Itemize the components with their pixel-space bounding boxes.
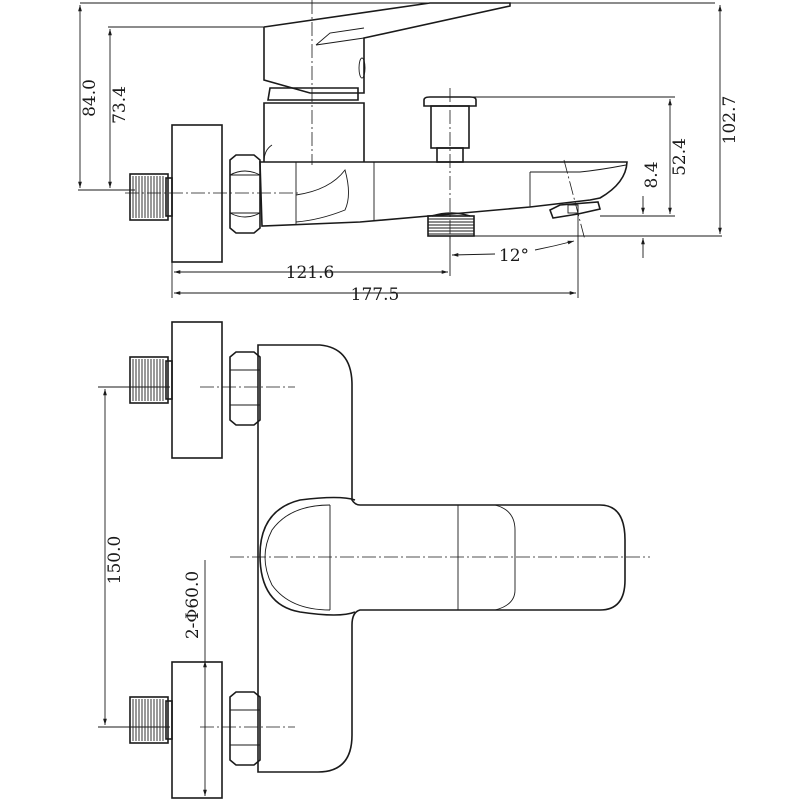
body-plate [257,344,626,773]
dim-102-7: 102.7 [720,96,740,145]
dim-8-4: 8.4 [642,161,662,188]
front-view: 150.0 2-Φ60.0 [98,321,650,799]
cartridge-body [263,87,365,163]
wall-flange [171,124,223,263]
dim-177-5: 177.5 [351,285,400,305]
dim-73-4: 73.4 [110,86,130,124]
threaded-inlet [129,173,173,221]
dim-flange-diameter: 2-Φ60.0 [183,571,203,639]
dim-84: 84.0 [80,79,100,117]
bath-spout [259,161,628,227]
hex-nut [229,154,261,234]
upper-inlet [129,321,261,459]
dim-150: 150.0 [105,536,125,585]
spout-bottom-thread [427,212,475,237]
lever-handle [263,2,511,94]
dim-12-deg: 12° [499,246,529,266]
dim-121-6: 121.6 [286,263,335,283]
dim-52-4: 52.4 [670,138,690,176]
handle-top-view [259,496,516,616]
lower-inlet [129,661,261,799]
side-view: 84.0 73.4 102.7 52.4 8.4 121.6 177.5 12° [78,0,740,305]
